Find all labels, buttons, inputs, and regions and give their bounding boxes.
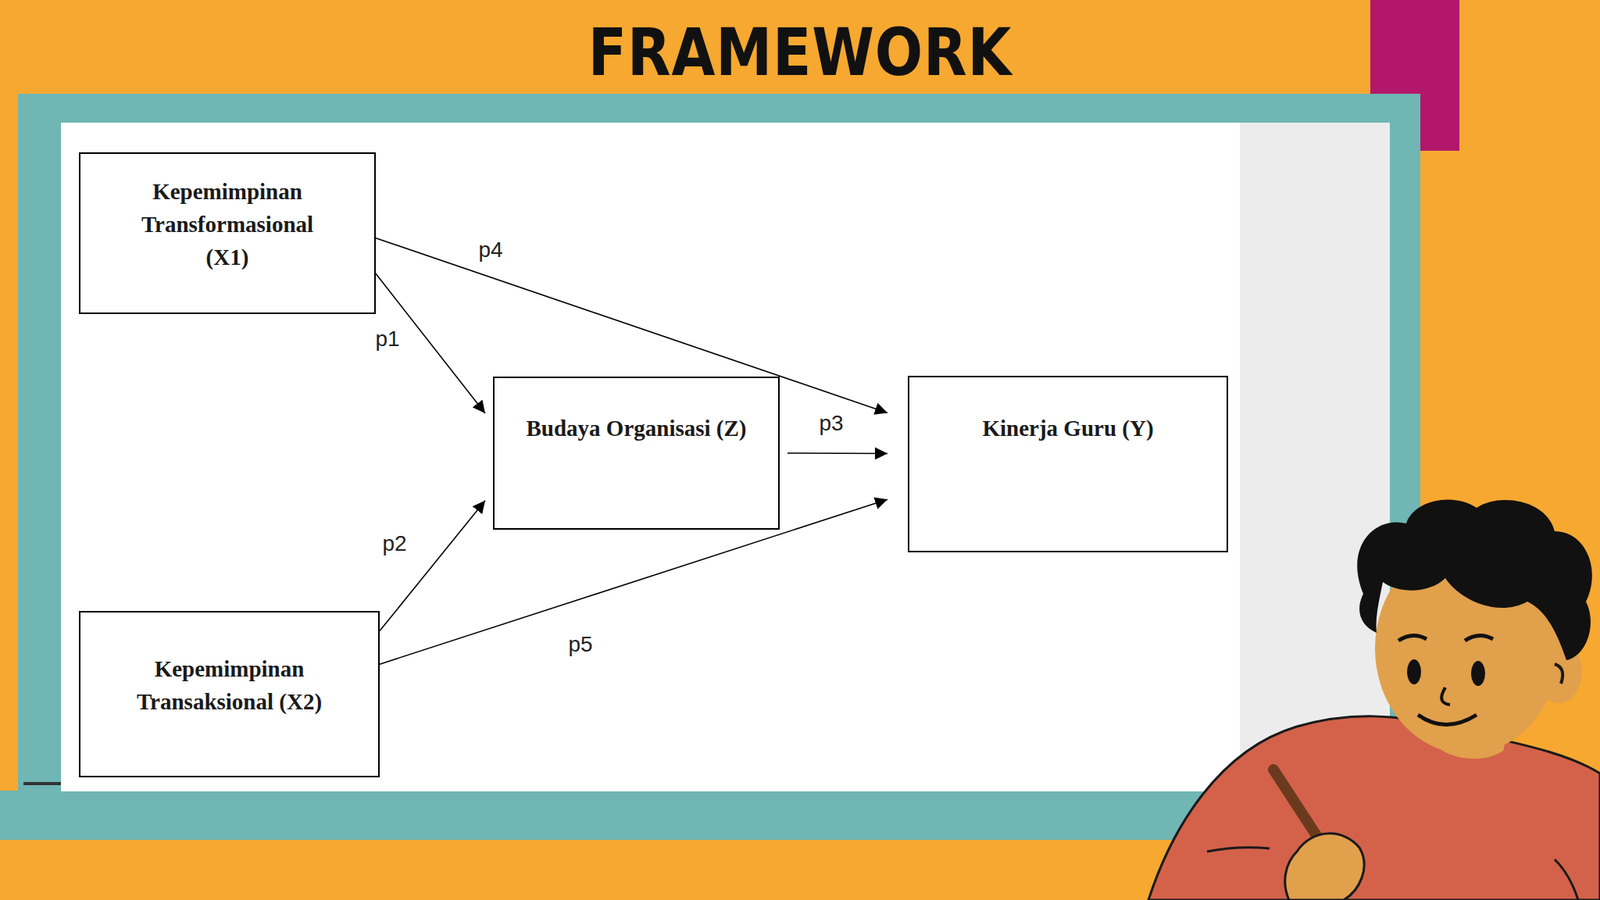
diagram-paper bbox=[60, 122, 1240, 792]
nose bbox=[1441, 687, 1450, 705]
arrow-connector bbox=[375, 238, 888, 414]
hair bbox=[1357, 500, 1593, 661]
path-label: p2 bbox=[382, 531, 407, 557]
arrow-connector bbox=[379, 499, 888, 665]
concept-box: Kepemimpinan Transaksional (X2) bbox=[78, 610, 380, 778]
box-label: Kepemimpinan Transaksional (X2) bbox=[104, 652, 355, 718]
page-title: FRAMEWORK bbox=[111, 14, 1488, 91]
box-label: Kinerja Guru (Y) bbox=[980, 401, 1157, 456]
arrow-connector bbox=[787, 452, 888, 454]
arrow-connector bbox=[379, 500, 486, 632]
path-label: p3 bbox=[818, 410, 843, 436]
hand bbox=[1285, 833, 1365, 900]
board-area bbox=[60, 122, 1390, 792]
eye bbox=[1471, 660, 1486, 686]
shirt-lines bbox=[1207, 847, 1579, 900]
box-label: Budaya Organisasi (Z) bbox=[519, 411, 754, 445]
frame-mark bbox=[23, 782, 63, 786]
concept-box: Kepemimpinan Transformasional (X1) bbox=[78, 152, 376, 315]
box-label: Kepemimpinan Transformasional (X1) bbox=[121, 175, 333, 274]
mouth bbox=[1417, 714, 1477, 725]
shirt bbox=[1148, 716, 1600, 900]
path-label: p5 bbox=[567, 632, 593, 658]
teal-band bbox=[0, 790, 1250, 840]
concept-box: Budaya Organisasi (Z) bbox=[492, 376, 780, 530]
path-label: p4 bbox=[478, 237, 503, 263]
brows bbox=[1398, 635, 1493, 641]
arrow-connector bbox=[375, 273, 486, 414]
path-label: p1 bbox=[375, 326, 400, 352]
ear-line bbox=[1554, 664, 1563, 684]
concept-box: Kinerja Guru (Y) bbox=[907, 375, 1229, 553]
eye bbox=[1407, 659, 1422, 685]
teal-frame bbox=[17, 93, 1421, 840]
